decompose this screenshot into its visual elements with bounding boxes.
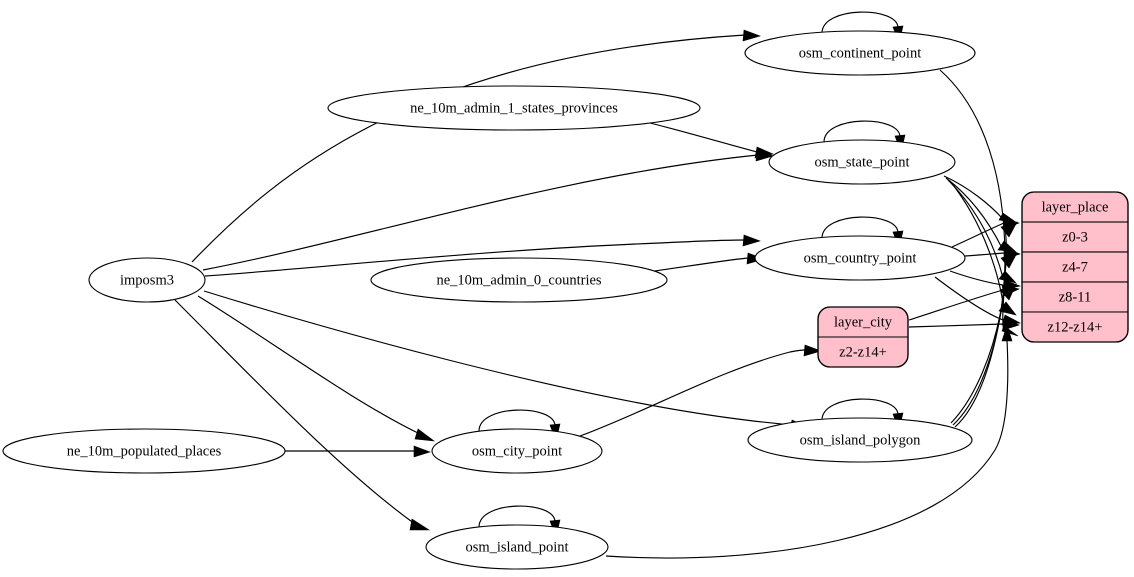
record-layer_place-row-z12-z14: z12-z14+ bbox=[1048, 319, 1103, 335]
record-layer_place-row-z8-11: z8-11 bbox=[1059, 289, 1091, 305]
record-layer_place-title: layer_place bbox=[1042, 199, 1109, 215]
edge-osm_city_point-to-layer_city bbox=[579, 344, 822, 437]
node-ne_10m_admin_0_countries[interactable]: ne_10m_admin_0_countries bbox=[370, 257, 668, 303]
edge-imposm3-to-osm_country_point bbox=[204, 234, 761, 277]
edge-ne_countries-to-osm_country_point bbox=[654, 252, 765, 272]
edge-imposm3-to-osm_city_point bbox=[197, 295, 436, 442]
node-osm_state_point[interactable]: osm_state_point bbox=[768, 139, 956, 185]
node-osm_island_polygon[interactable]: osm_island_polygon bbox=[747, 417, 973, 463]
node-osm_continent_point-label: osm_continent_point bbox=[799, 45, 921, 61]
node-imposm3[interactable]: imposm3 bbox=[88, 257, 206, 303]
edge-osm_state_point-to-layer_place-z0 bbox=[943, 175, 1018, 224]
edge-imposm3-to-osm_continent_point bbox=[191, 29, 761, 263]
node-layer: imposm3 ne_10m_admin_1_states_provinces … bbox=[2, 30, 1129, 570]
node-imposm3-label: imposm3 bbox=[120, 272, 174, 288]
node-osm_island_point-label: osm_island_point bbox=[465, 539, 568, 555]
node-osm_city_point-label: osm_city_point bbox=[472, 443, 562, 459]
node-osm_country_point-label: osm_country_point bbox=[804, 250, 917, 266]
edge-imposm3-to-osm_island_point bbox=[174, 299, 431, 531]
edge-osm_island_polygon-to-layer_place-z8 bbox=[950, 283, 1017, 424]
record-layer_city-row-z2-z14: z2-z14+ bbox=[839, 344, 887, 360]
node-ne_countries-label: ne_10m_admin_0_countries bbox=[436, 272, 601, 288]
node-osm_country_point[interactable]: osm_country_point bbox=[754, 235, 966, 281]
node-ne_10m_admin_1_states_provinces[interactable]: ne_10m_admin_1_states_provinces bbox=[327, 85, 701, 131]
edge-ne_states-to-osm_state_point bbox=[649, 122, 774, 159]
node-osm_continent_point[interactable]: osm_continent_point bbox=[744, 30, 976, 76]
node-ne_populated-label: ne_10m_populated_places bbox=[67, 443, 222, 459]
edge-ne_populated-to-osm_city_point bbox=[285, 445, 431, 458]
record-node-layer_city[interactable]: layer_city z2-z14+ bbox=[817, 306, 909, 368]
record-layer_city-title: layer_city bbox=[834, 314, 893, 330]
edge-imposm3-to-osm_state_point bbox=[202, 149, 774, 271]
edge-osm_island_point-to-layer_place-z12 bbox=[605, 323, 1013, 559]
edge-imposm3-to-osm_island_polygon bbox=[203, 290, 809, 432]
node-osm_island_polygon-label: osm_island_polygon bbox=[800, 432, 922, 448]
node-ne_10m_populated_places[interactable]: ne_10m_populated_places bbox=[2, 428, 286, 474]
record-node-layer_place[interactable]: layer_place z0-3 z4-7 z8-11 z12-z14+ bbox=[1021, 191, 1129, 343]
record-layer_place-row-z0-3: z0-3 bbox=[1062, 229, 1088, 245]
node-ne_states-label: ne_10m_admin_1_states_provinces bbox=[410, 100, 618, 116]
record-layer_place-row-z4-7: z4-7 bbox=[1062, 259, 1088, 275]
node-osm_state_point-label: osm_state_point bbox=[814, 154, 909, 170]
node-osm_city_point[interactable]: osm_city_point bbox=[431, 428, 603, 474]
node-osm_island_point[interactable]: osm_island_point bbox=[425, 524, 609, 570]
